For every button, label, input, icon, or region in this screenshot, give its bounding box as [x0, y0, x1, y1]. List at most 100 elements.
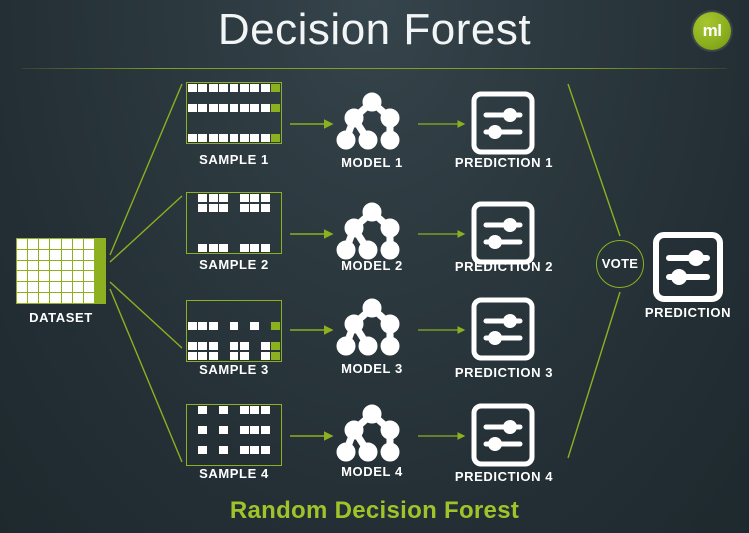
sample-cell [198, 416, 207, 424]
sample-cell [219, 224, 228, 232]
dataset-label: DATASET [29, 310, 93, 325]
sample-cell [250, 352, 259, 360]
dataset-cell [94, 249, 105, 260]
dataset-cell [39, 239, 50, 249]
sample-cell [239, 425, 249, 435]
sample-cell [198, 84, 208, 93]
dataset-cell [50, 249, 61, 260]
sample-cell [250, 456, 259, 464]
sample-cell [271, 234, 280, 242]
sample-cell [250, 224, 259, 232]
sample-cell [261, 416, 270, 424]
sample-cell [261, 322, 270, 330]
sample-grid-3 [186, 300, 282, 362]
sample-cell [250, 203, 260, 213]
sample-cell [260, 341, 270, 351]
dataset-cell [83, 271, 94, 282]
sample-cell [198, 124, 207, 132]
sample-cell [188, 302, 197, 310]
sample-cell [198, 133, 208, 142]
sample-cell [261, 214, 270, 222]
sample-cell [229, 133, 239, 142]
sample-label-2: SAMPLE 2 [199, 257, 269, 272]
sample-cell [188, 416, 197, 424]
sample-cell [230, 194, 239, 202]
sample-cell [261, 224, 270, 232]
sample-cell [250, 84, 260, 93]
sample-cell [219, 234, 228, 242]
sample-cell [250, 312, 259, 320]
decision-tree-icon-3 [336, 298, 400, 356]
sample-cell [209, 332, 218, 340]
dataset-cell [28, 239, 39, 249]
sample-cell [250, 243, 260, 252]
sample-cell [219, 312, 228, 320]
sample-cell [198, 445, 208, 455]
sample-cell [261, 312, 270, 320]
sample-cell [198, 406, 208, 415]
sample-cell [219, 322, 228, 330]
dataset-cell [94, 239, 105, 249]
dataset-cell [61, 271, 72, 282]
sample-cell [239, 406, 249, 415]
model-label-1: MODEL 1 [341, 155, 403, 170]
sample-cell [261, 114, 270, 122]
sample-cell [250, 332, 259, 340]
sample-cell [250, 416, 259, 424]
sample-cell [219, 416, 228, 424]
sample-cell [188, 234, 197, 242]
sample-cell [229, 341, 239, 351]
sample-cell [240, 302, 249, 310]
model-label-2: MODEL 2 [341, 258, 403, 273]
sample-cell [240, 114, 249, 122]
dataset-cell [72, 293, 83, 303]
dataset-cell [94, 260, 105, 271]
dataset-cell [83, 282, 94, 293]
dataset-cell [83, 249, 94, 260]
sample-cell [230, 224, 239, 232]
sample-cell [261, 94, 270, 102]
sample-cell [250, 342, 259, 350]
header-divider [22, 68, 727, 69]
vote-label: VOTE [601, 256, 639, 271]
sample-cell [271, 124, 280, 132]
sample-cell [230, 124, 239, 132]
sample-cell [260, 351, 270, 360]
sample-cell [250, 94, 259, 102]
sample-cell [230, 406, 239, 414]
dataset-cell [72, 239, 83, 249]
sample-cell [219, 436, 228, 444]
sample-cell [271, 341, 280, 351]
sample-cell [260, 203, 270, 213]
sample-cell [239, 341, 249, 351]
sample-cell [229, 321, 239, 331]
dataset-cell [72, 282, 83, 293]
sample-cell [198, 456, 207, 464]
sample-cell [230, 114, 239, 122]
sample-cell [198, 194, 208, 203]
sample-label-3: SAMPLE 3 [199, 362, 269, 377]
sample-cell [188, 94, 197, 102]
sample-cell [198, 243, 208, 252]
sample-cell [230, 234, 239, 242]
sample-cell [271, 436, 280, 444]
sample-cell [271, 224, 280, 232]
sample-cell [198, 94, 207, 102]
sample-cell [250, 321, 260, 331]
sample-cell [260, 103, 270, 113]
sample-cell [188, 406, 197, 414]
prediction-label-1: PREDICTION 1 [454, 155, 554, 170]
sample-cell [240, 456, 249, 464]
sliders-icon-3 [471, 297, 535, 361]
dataset-cell [61, 249, 72, 260]
sample-cell [260, 194, 270, 203]
sample-cell [209, 436, 218, 444]
sample-cell [250, 406, 260, 415]
sample-cell [240, 312, 249, 320]
sample-cell [271, 204, 280, 212]
dataset-cell [17, 271, 28, 282]
sample-cell [240, 416, 249, 424]
sample-cell [188, 224, 197, 232]
prediction-label-3: PREDICTION 3 [454, 365, 554, 380]
dataset-cell [72, 249, 83, 260]
